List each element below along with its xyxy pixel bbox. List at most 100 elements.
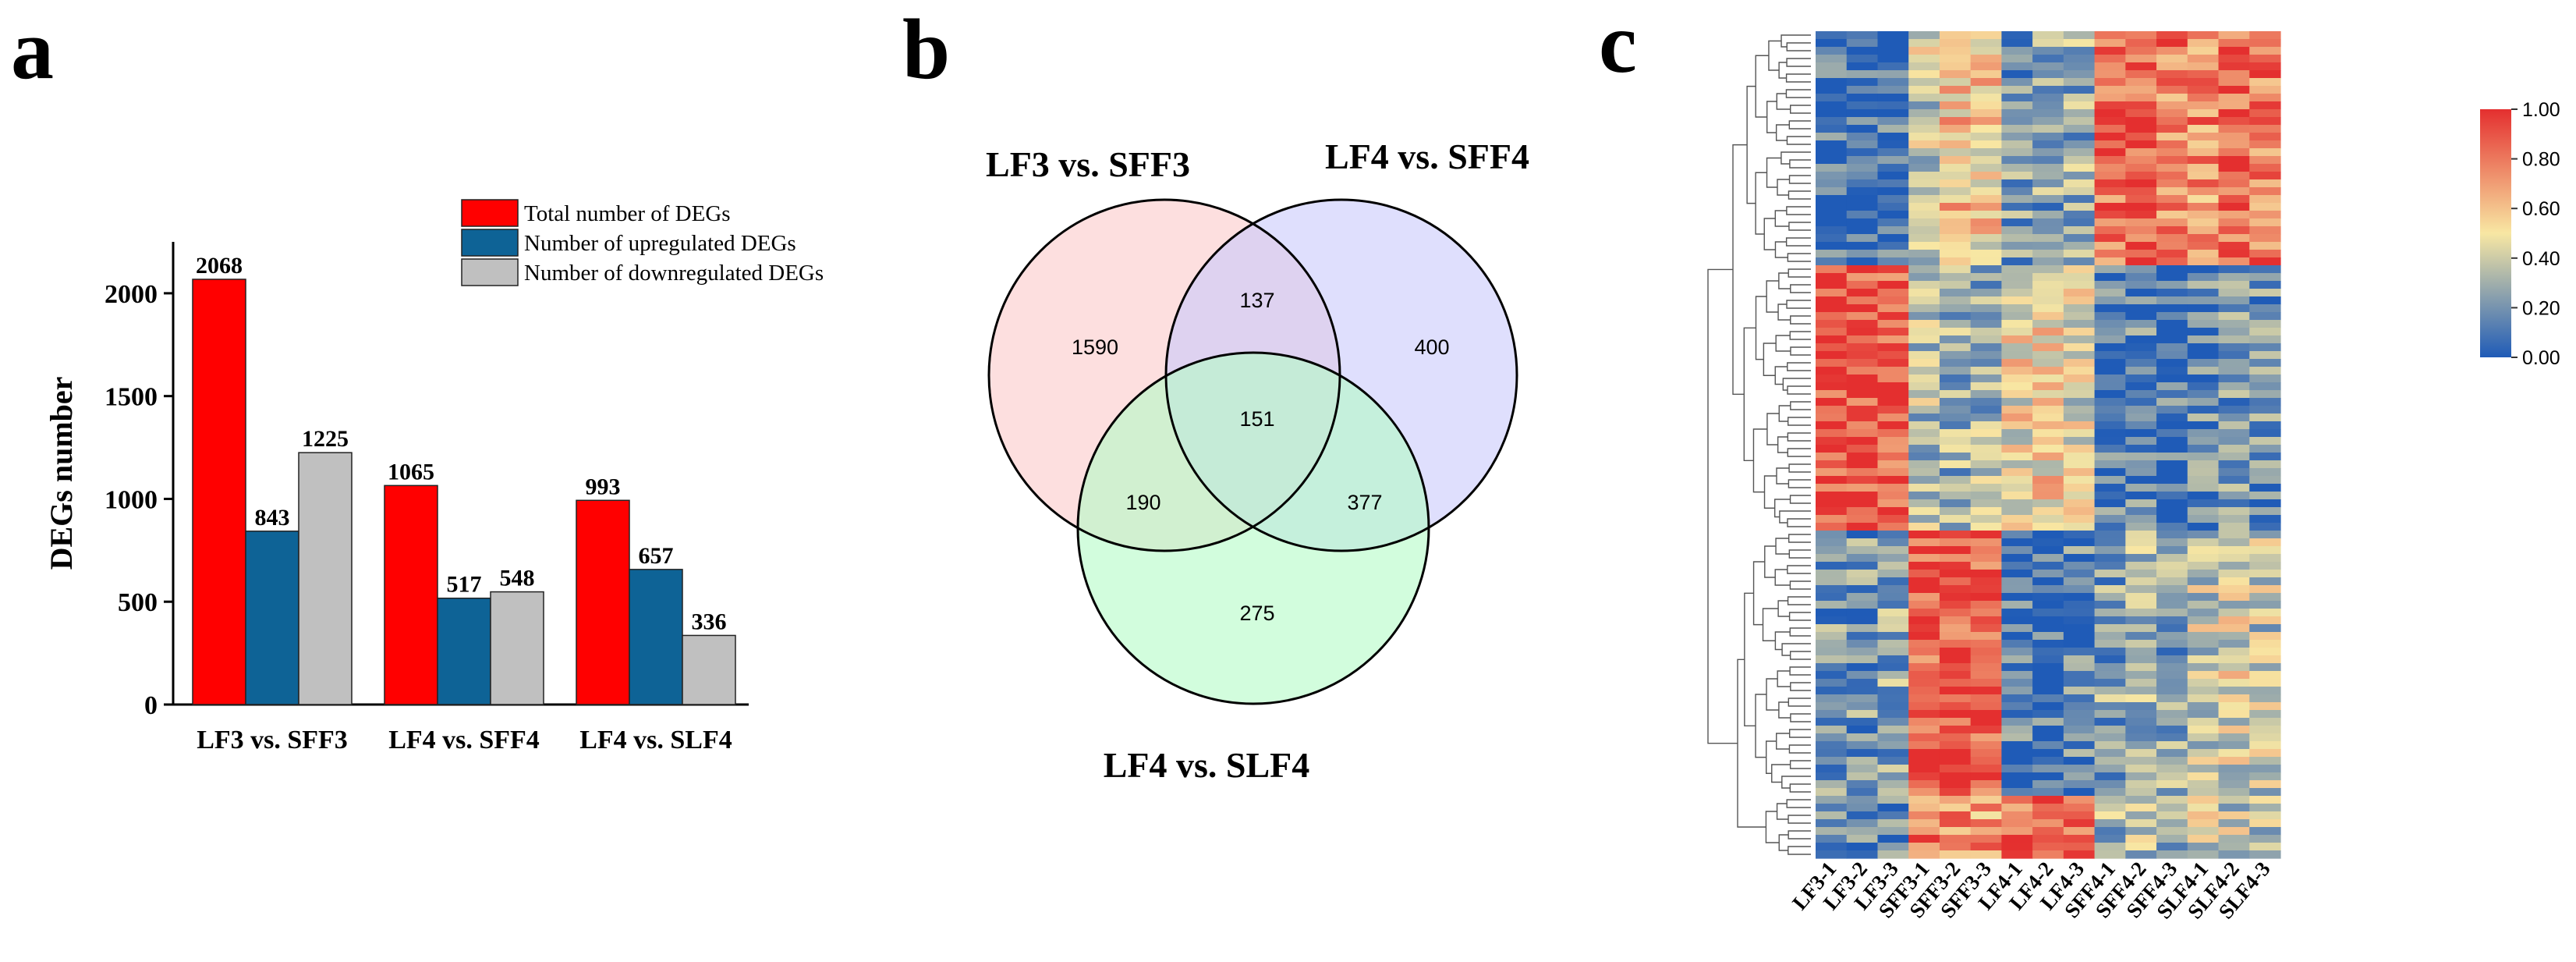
heatmap-cell — [2187, 702, 2220, 711]
heatmap-cell — [1939, 593, 1972, 602]
heatmap-cell — [2094, 749, 2126, 758]
heatmap-cell — [1908, 655, 1940, 664]
dendrogram-branch — [1787, 565, 1811, 574]
heatmap-cell — [2156, 655, 2188, 664]
heatmap-cell — [2063, 671, 2096, 680]
heatmap-cell — [1877, 570, 1909, 578]
heatmap-cell — [1939, 187, 1972, 196]
heatmap-cell — [2249, 414, 2281, 422]
heatmap-cell — [2094, 109, 2126, 118]
heatmap-cell — [2063, 718, 2096, 726]
heatmap-cell — [1846, 811, 1879, 820]
heatmap-cell — [1846, 546, 1879, 555]
heatmap-cell — [2032, 55, 2064, 63]
heatmap-cell — [2218, 788, 2250, 797]
heatmap-cell — [2156, 359, 2188, 367]
heatmap-cell — [1816, 648, 1848, 656]
heatmap-cell — [2063, 367, 2096, 375]
heatmap-cell — [2063, 468, 2096, 477]
heatmap-cell — [2001, 437, 2033, 446]
dendrogram-branch — [1755, 55, 1769, 118]
heatmap-cell — [1846, 312, 1879, 321]
heatmap-cell — [1877, 406, 1909, 414]
heatmap-cell — [2001, 609, 2033, 617]
heatmap-cell — [1970, 140, 2002, 149]
heatmap-cell — [2187, 640, 2220, 648]
heatmap-cell — [1846, 718, 1879, 726]
heatmap-cell — [2063, 733, 2096, 742]
heatmap-cell — [1939, 55, 1972, 63]
heatmap-cell — [1908, 437, 1940, 446]
heatmap-cell — [2063, 250, 2096, 258]
dendrogram-branch — [1790, 713, 1811, 722]
heatmap-cell — [1816, 484, 1848, 492]
heatmap-cell — [2001, 234, 2033, 243]
heatmap-cell — [2032, 632, 2064, 641]
heatmap-cell — [2032, 570, 2064, 578]
heatmap-cell — [1877, 733, 1909, 742]
heatmap-cell — [2218, 47, 2250, 55]
heatmap-cell — [2032, 117, 2064, 126]
heatmap-cell — [1970, 55, 2002, 63]
heatmap-cell — [2094, 788, 2126, 797]
heatmap-cell — [2156, 429, 2188, 438]
heatmap-cell — [2032, 172, 2064, 180]
heatmap-cell — [1939, 749, 1972, 758]
heatmap-cell — [1816, 335, 1848, 344]
heatmap-cell — [1877, 492, 1909, 500]
heatmap-cell — [1816, 203, 1848, 211]
heatmap-cell — [1939, 312, 1972, 321]
heatmap-cell — [2094, 367, 2126, 375]
heatmap-cell — [1816, 429, 1848, 438]
venn-circle-outline — [1076, 351, 1430, 705]
heatmap-cell — [2187, 382, 2220, 391]
heatmap-cell — [2094, 234, 2126, 243]
heatmap-cell — [2249, 538, 2281, 547]
heatmap-cell — [2063, 445, 2096, 453]
heatmap-cell — [2001, 538, 2033, 547]
heatmap-cell — [2249, 375, 2281, 383]
heatmap-cell — [1970, 460, 2002, 469]
heatmap-cell — [2218, 140, 2250, 149]
heatmap-cell — [1877, 554, 1909, 563]
heatmap-cell — [1970, 359, 2002, 367]
heatmap-cell — [1816, 390, 1848, 399]
heatmap-cell — [1877, 172, 1909, 180]
heatmap-cell — [1908, 648, 1940, 656]
heatmap-cell — [2187, 445, 2220, 453]
heatmap-cell — [2249, 749, 2281, 758]
heatmap-cell — [2032, 187, 2064, 196]
heatmap-cell — [2218, 843, 2250, 851]
bar-value-label: 336 — [692, 609, 727, 634]
dendrogram-branch — [1787, 596, 1811, 605]
heatmap-cell — [1846, 62, 1879, 71]
heatmap-cell — [2063, 234, 2096, 243]
heatmap-cell — [2218, 304, 2250, 313]
heatmap-cell — [1846, 702, 1879, 711]
bar — [682, 634, 736, 705]
heatmap-cell — [2156, 577, 2188, 586]
y-tick-label: 0 — [144, 691, 158, 720]
heatmap-cell — [2094, 671, 2126, 680]
heatmap-cell — [1908, 460, 1940, 469]
heatmap-cell — [2094, 718, 2126, 726]
heatmap-cell — [1939, 257, 1972, 266]
heatmap-cell — [2001, 741, 2033, 750]
heatmap-cell — [2063, 94, 2096, 102]
heatmap-cell — [1939, 117, 1972, 126]
heatmap-cell — [1846, 577, 1879, 586]
heatmap-cell — [2063, 538, 2096, 547]
heatmap-cell — [1908, 109, 1940, 118]
heatmap-cell — [1970, 445, 2002, 453]
heatmap-cell — [2063, 125, 2096, 133]
heatmap-cell — [1970, 804, 2002, 812]
heatmap-cell — [2032, 726, 2064, 734]
heatmap-cell — [1970, 476, 2002, 485]
heatmap-cell — [2125, 414, 2157, 422]
heatmap-cell — [2218, 827, 2250, 836]
heatmap-cell — [2032, 835, 2064, 843]
heatmap-cell — [1877, 164, 1909, 172]
heatmap-cell — [1970, 39, 2002, 48]
heatmap-cell — [2001, 109, 2033, 118]
heatmap-cell — [1939, 296, 1972, 305]
